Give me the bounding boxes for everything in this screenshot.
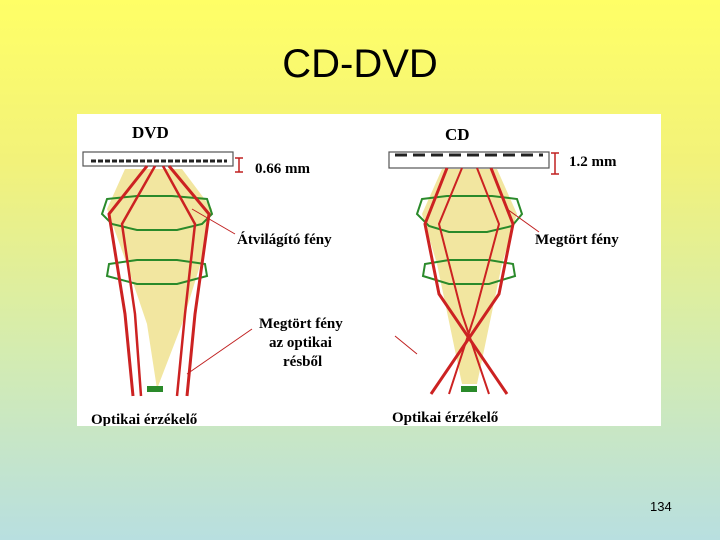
cd-dvd-diagram: DVD 0.66 mm Átvilágító fény Optikai érzé… bbox=[77, 114, 661, 426]
dvd-light-label: Átvilágító fény bbox=[237, 231, 332, 248]
cd-assembly bbox=[388, 151, 559, 395]
cd-lower-lens bbox=[421, 259, 517, 285]
dvd-assembly bbox=[82, 151, 253, 397]
dvd-sensor bbox=[147, 386, 163, 392]
dvd-thickness-label: 0.66 mm bbox=[255, 161, 310, 177]
dvd-beam-right-inner bbox=[161, 165, 197, 397]
cd-beam-d bbox=[448, 167, 501, 395]
cd-label: CD bbox=[445, 125, 470, 144]
dvd-label: DVD bbox=[132, 123, 169, 142]
cd-sensor-label: Optikai érzékelő bbox=[392, 410, 499, 426]
dvd-light-pointer bbox=[191, 208, 236, 235]
cd-beam-c bbox=[437, 167, 490, 395]
cd-light-label: Megtört fény bbox=[535, 232, 619, 248]
dvd-lower-lens bbox=[105, 259, 209, 285]
dvd-beam-left-inner bbox=[120, 165, 157, 397]
center-label-line1: Megtört fény bbox=[259, 316, 343, 332]
dvd-beam-fill bbox=[107, 169, 212, 389]
cd-beam-fill bbox=[422, 169, 517, 384]
center-label-line2: az optikai bbox=[269, 335, 332, 351]
diagram-svg: DVD 0.66 mm Átvilágító fény Optikai érzé… bbox=[82, 123, 619, 426]
dvd-disc bbox=[82, 151, 234, 167]
slide-title: CD-DVD bbox=[282, 42, 438, 86]
center-label-line3: résből bbox=[283, 354, 322, 370]
dvd-beam-right-outer bbox=[167, 165, 211, 397]
dvd-refracted-pointer bbox=[186, 328, 253, 375]
page-number: 134 bbox=[650, 499, 672, 514]
dvd-sensor-label: Optikai érzékelő bbox=[91, 412, 198, 426]
dvd-beam-left-outer bbox=[107, 165, 149, 397]
cd-refracted-pointer bbox=[394, 335, 418, 355]
cd-sensor bbox=[461, 386, 477, 392]
cd-thickness-label: 1.2 mm bbox=[569, 154, 617, 170]
cd-light-pointer bbox=[506, 208, 540, 233]
